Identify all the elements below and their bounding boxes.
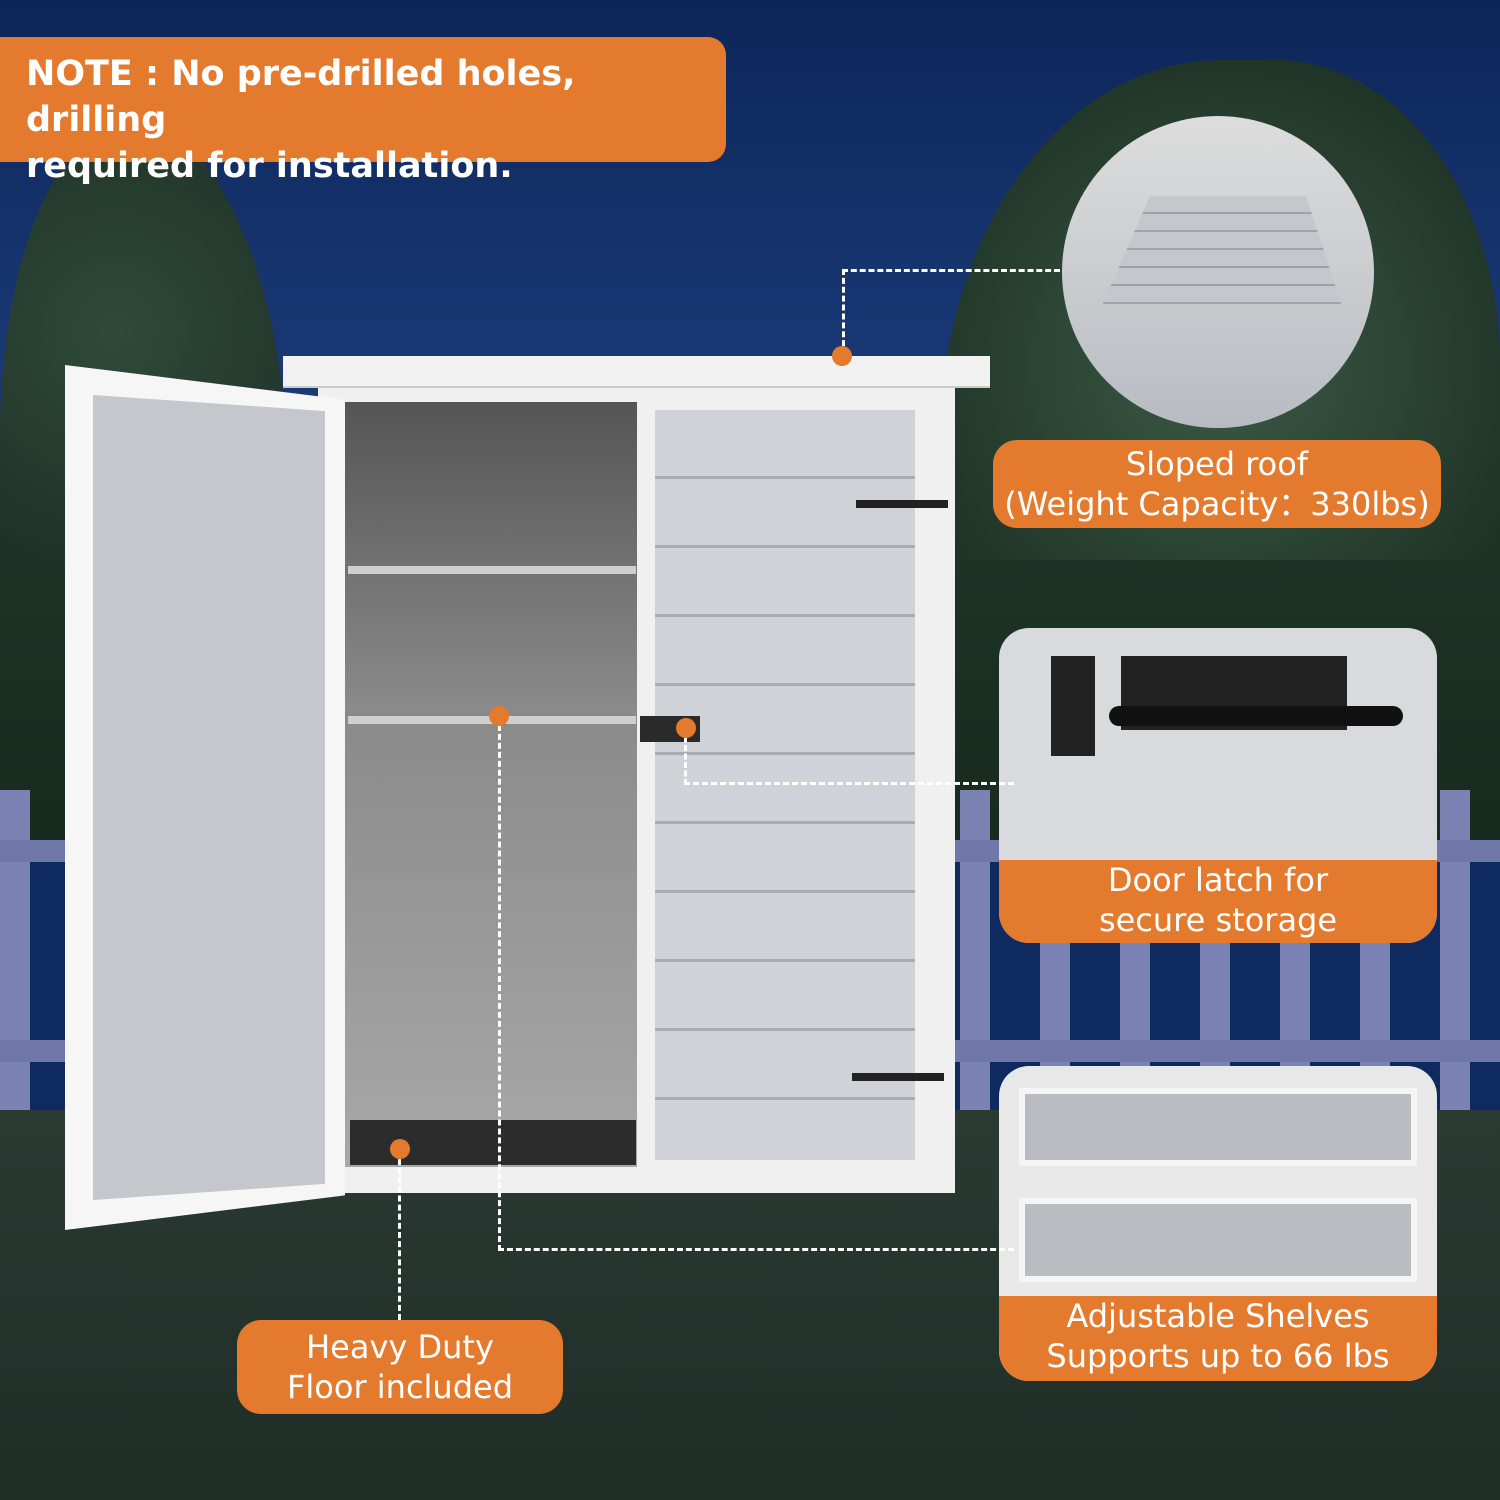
- latch-callout-line-1: Door latch for: [1107, 861, 1329, 899]
- latch-marker-dot: [676, 718, 696, 738]
- left-door-panel: [93, 395, 325, 1200]
- shelf-upper: [348, 566, 636, 574]
- shed-roof: [283, 356, 990, 388]
- shed-interior: [345, 402, 637, 1167]
- shelves-callout-line-2: Supports up to 66 lbs: [1046, 1337, 1390, 1375]
- shelves-callout-line-1: Adjustable Shelves: [1066, 1297, 1370, 1335]
- latch-keeper: [1051, 656, 1095, 756]
- floor-marker-dot: [390, 1139, 410, 1159]
- roof-panel: [1102, 196, 1342, 306]
- shelf-detail-upper: [1019, 1088, 1417, 1166]
- roof-marker-dot: [832, 346, 852, 366]
- latch-callout-line-2: secure storage: [1098, 901, 1338, 939]
- shelves-callout: Adjustable Shelves Supports up to 66 lbs: [999, 1296, 1437, 1381]
- shelves-leader-line: [498, 716, 1014, 1251]
- right-door: [655, 410, 915, 1160]
- roof-callout-line-2: (Weight Capacity：330lbs): [1004, 485, 1430, 523]
- floor-leader-line: [398, 1150, 401, 1320]
- roof-callout: Sloped roof (Weight Capacity：330lbs): [993, 440, 1441, 528]
- roof-callout-line-1: Sloped roof: [1125, 445, 1309, 483]
- roof-leader-line: [842, 269, 1060, 355]
- note-line-2: required for installation.: [26, 146, 513, 186]
- floor-callout-line-2: Floor included: [286, 1368, 514, 1406]
- floor-callout: Heavy Duty Floor included: [237, 1320, 563, 1414]
- floor-callout-line-1: Heavy Duty: [306, 1328, 494, 1366]
- hinge-top: [856, 500, 948, 508]
- shelves-marker-dot: [489, 706, 509, 726]
- shelves-detail-inset: Adjustable Shelves Supports up to 66 lbs: [999, 1066, 1437, 1381]
- latch-callout: Door latch for secure storage: [999, 860, 1437, 943]
- note-line-1: NOTE : No pre-drilled holes, drilling: [26, 54, 576, 140]
- hinge-bottom: [852, 1073, 944, 1081]
- installation-note-banner: NOTE : No pre-drilled holes, drilling re…: [0, 37, 726, 186]
- latch-bolt: [1109, 706, 1403, 726]
- roof-detail-inset: [1062, 116, 1374, 428]
- latch-detail-inset: Door latch for secure storage: [999, 628, 1437, 943]
- latch-leader-line: [684, 728, 1014, 785]
- shelf-detail-lower: [1019, 1198, 1417, 1282]
